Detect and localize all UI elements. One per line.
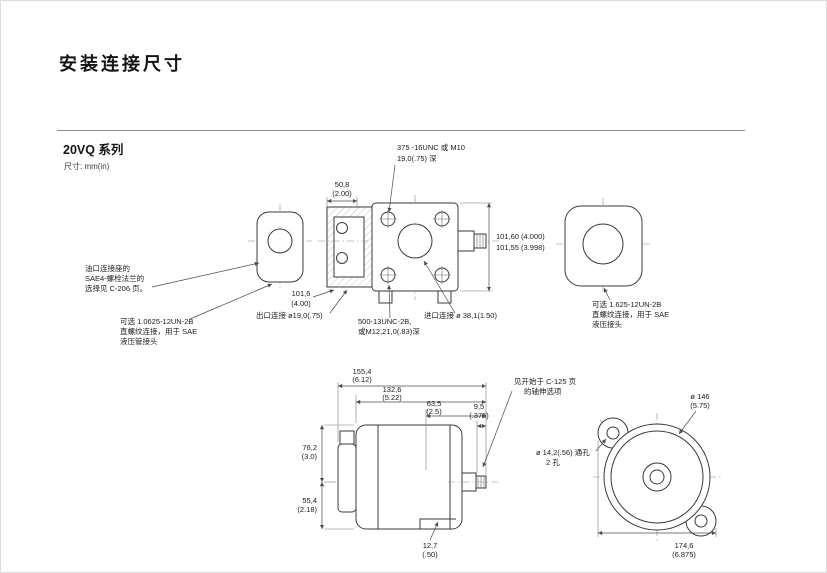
side-flange-plate [337, 443, 357, 513]
dim-mid-length: 63,5 (2.5) [425, 399, 486, 470]
svg-text:ø 14,2(.56) 通孔: ø 14,2(.56) 通孔 [536, 447, 590, 457]
svg-text:可选 1.0625-12UN-2B: 可选 1.0625-12UN-2B [120, 316, 193, 326]
svg-text:(6.875): (6.875) [672, 550, 696, 559]
svg-text:101,55 (3.998): 101,55 (3.998) [496, 243, 545, 252]
dim-mounting-pilot: 101,60 (4.000) 101,55 (3.998) [460, 202, 545, 292]
callout-outlet: 出口连接 ø19,0(.75) [256, 289, 348, 320]
dim-rear-diameter: ø 146 (5.75) [678, 392, 710, 435]
note-port-flange: 油口连接座的 SAE4-螺栓法兰的 选择见 C-206 页。 [85, 261, 260, 293]
header-divider [57, 130, 745, 131]
svg-text:2 孔: 2 孔 [546, 458, 560, 467]
svg-text:(.50): (.50) [422, 550, 438, 559]
mounting-bolt-holes [379, 210, 451, 284]
svg-text:见开始于 C-125 页: 见开始于 C-125 页 [514, 376, 577, 386]
note-mount-holes: ø 14,2(.56) 通孔 2 孔 [536, 438, 607, 467]
sae-inlet-flange [556, 198, 651, 294]
svg-text:可选 1.625-12UN-2B: 可选 1.625-12UN-2B [592, 299, 661, 309]
rear-shaft-boss [642, 462, 672, 492]
svg-text:(2.5): (2.5) [426, 407, 442, 416]
inlet-flange-port [582, 223, 624, 265]
svg-text:直螺纹连接，用于 SAE: 直螺纹连接，用于 SAE [592, 309, 669, 319]
svg-text:液压接头: 液压接头 [592, 319, 622, 329]
rear-mount-hole-top [606, 426, 620, 440]
note-right-thread: 可选 1.625-12UN-2B 直螺纹连接，用于 SAE 液压接头 [592, 287, 669, 329]
page-title: 安装连接尺寸 [59, 54, 185, 74]
dim-lower-height: 55,4 (2.18) [297, 482, 354, 530]
outlet-flange-port [267, 228, 293, 254]
svg-text:101,60 (4.000): 101,60 (4.000) [496, 232, 545, 241]
side-view-body [337, 424, 500, 530]
callout-bolt-thread: 500-13UNC-2B, 或M12,21,0(.83)深 [358, 284, 420, 336]
svg-text:(.375): (.375) [469, 411, 489, 420]
side-foot-step [419, 518, 456, 529]
dim-upper-height: 76,2 (3.0) [302, 424, 354, 483]
svg-text:9,5: 9,5 [474, 402, 484, 411]
svg-text:12,7: 12,7 [423, 541, 438, 550]
svg-text:SAE4-螺栓法兰的: SAE4-螺栓法兰的 [85, 273, 144, 283]
rear-mount-hole-bottom [694, 514, 708, 528]
rear-housing-outline [603, 423, 711, 531]
svg-text:(5.22): (5.22) [382, 393, 402, 402]
front-foot-left [378, 290, 393, 304]
svg-text:(2.00): (2.00) [332, 189, 352, 198]
svg-text:(4.00): (4.00) [291, 299, 311, 308]
units-label: 尺寸: mm(in) [64, 162, 110, 171]
dim-body-square: 101,6 (4.00) [291, 289, 335, 308]
svg-text:的轴伸选项: 的轴伸选项 [524, 386, 562, 396]
svg-text:500-13UNC-2B,: 500-13UNC-2B, [358, 317, 411, 326]
front-shaft [457, 230, 487, 252]
svg-text:50,8: 50,8 [335, 180, 350, 189]
svg-text:375 -16UNC 或 M10: 375 -16UNC 或 M10 [397, 142, 465, 152]
svg-text:或M12,21,0(.83)深: 或M12,21,0(.83)深 [358, 326, 420, 336]
svg-text:132,6: 132,6 [383, 385, 402, 394]
pump-front-body [318, 195, 500, 304]
dim-port-block-width: 50,8 (2.00) [326, 180, 358, 207]
series-label: 20VQ 系列 [63, 143, 124, 157]
svg-text:155,4: 155,4 [353, 367, 372, 376]
note-left-thread: 可选 1.0625-12UN-2B 直螺纹连接，用于 SAE 液压管接头 [120, 283, 273, 346]
dim-across-ears: 174,6 (6.875) [597, 441, 717, 559]
front-foot-right [437, 290, 452, 304]
svg-text:ø 146: ø 146 [690, 392, 709, 401]
side-main-body [355, 424, 463, 530]
svg-text:液压管接头: 液压管接头 [120, 336, 158, 346]
svg-text:76,2: 76,2 [302, 443, 317, 452]
svg-text:油口连接座的: 油口连接座的 [85, 263, 130, 273]
rear-view-body [593, 413, 721, 541]
svg-text:(6.12): (6.12) [352, 375, 372, 384]
dim-shaft-thread-length: 9,5 (.375) [469, 402, 489, 473]
svg-text:(5.75): (5.75) [690, 401, 710, 410]
side-top-boss [339, 430, 355, 445]
port-block-section [326, 206, 373, 288]
note-shaft-options: 见开始于 C-125 页 的轴伸选项 [482, 376, 577, 468]
rear-shaft-end [649, 469, 665, 485]
svg-text:出口连接 ø19,0(.75): 出口连接 ø19,0(.75) [256, 310, 323, 320]
svg-text:19,0(.75) 深: 19,0(.75) 深 [397, 154, 437, 163]
svg-text:101,6: 101,6 [292, 289, 311, 298]
svg-text:(3.0): (3.0) [302, 452, 318, 461]
dim-foot-height: 12,7 (.50) [422, 521, 439, 559]
technical-drawing: 50,8 (2.00) 101,60 (4.000) 101,55 (3.998… [85, 142, 721, 559]
svg-text:直螺纹连接，用于 SAE: 直螺纹连接，用于 SAE [120, 326, 197, 336]
svg-text:174,6: 174,6 [675, 541, 694, 550]
svg-text:63,5: 63,5 [427, 399, 442, 408]
callout-inlet: 进口连接 ø 38,1(1.50) [423, 260, 497, 320]
callout-top-thread: 375 -16UNC 或 M10 19,0(.75) 深 [387, 142, 465, 213]
svg-text:55,4: 55,4 [302, 496, 317, 505]
dim-body-length: 132,6 (5.22) [355, 385, 486, 423]
sae-outlet-flange [248, 204, 312, 290]
shaft-seal-bore [397, 223, 433, 259]
svg-text:选择见 C-206 页。: 选择见 C-206 页。 [85, 283, 147, 293]
svg-text:进口连接 ø 38,1(1.50): 进口连接 ø 38,1(1.50) [424, 310, 497, 320]
svg-text:(2.18): (2.18) [297, 505, 317, 514]
